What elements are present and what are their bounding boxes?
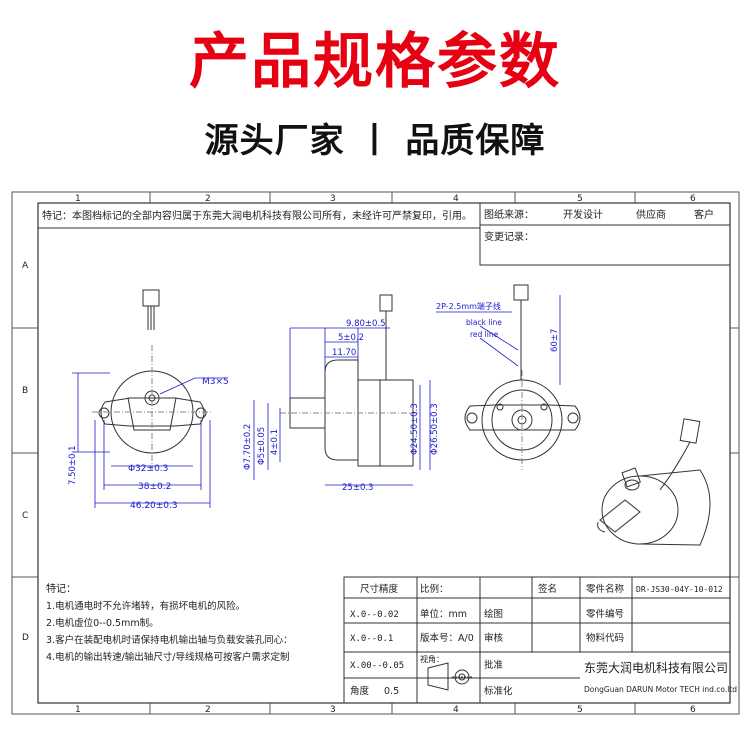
source-box bbox=[479, 202, 731, 266]
tolerance-2: X.0--0.1 bbox=[350, 634, 393, 644]
dim-side-6: 4±0.1 bbox=[270, 429, 280, 455]
side-dims bbox=[253, 327, 431, 486]
dim-hole-spacing: 38±0.2 bbox=[138, 482, 171, 492]
rear-connector-icon bbox=[513, 284, 529, 301]
note-2: 2.电机虚位0--0.5mm制。 bbox=[46, 617, 159, 629]
source-label: 图纸来源： bbox=[484, 208, 534, 221]
company-name-cn: 东莞大润电机科技有限公司 bbox=[584, 661, 728, 675]
col-label-6-bottom: 6 bbox=[690, 705, 696, 715]
dim-side-2: 5±0.2 bbox=[338, 333, 364, 343]
source-option-customer: 客户 bbox=[694, 208, 714, 221]
scale-label: 比例： bbox=[420, 583, 449, 595]
rear-wire-black: black line bbox=[466, 318, 502, 327]
front-dims bbox=[72, 372, 228, 508]
dim-side-4: Φ7.70±0.2 bbox=[243, 424, 253, 470]
col-label-4: 4 bbox=[453, 194, 459, 204]
col-label-3-bottom: 3 bbox=[330, 705, 336, 715]
material-label: 物料代码 bbox=[586, 632, 624, 644]
row-ticks bbox=[12, 327, 739, 578]
tolerance-angle-value: 0.5 bbox=[384, 686, 399, 697]
rear-view bbox=[464, 284, 581, 470]
dim-side-7: Φ24.50±0.3 bbox=[410, 403, 420, 455]
tolerance-3: X.00--0.05 bbox=[350, 661, 404, 671]
sign-label: 签名 bbox=[538, 583, 557, 595]
copyright-note: 特记：本图档标记的全部内容归属于东莞大润电机科技有限公司所有，未经许可严禁复印，… bbox=[42, 209, 472, 222]
dim-side-3: 11.70 bbox=[332, 348, 356, 358]
tolerance-angle-label: 角度 bbox=[350, 685, 370, 697]
col-label-4-bottom: 4 bbox=[453, 705, 459, 715]
col-label-5: 5 bbox=[577, 194, 583, 204]
note-3: 3.客户在装配电机时请保持电机输出轴与负载安装孔同心： bbox=[46, 634, 293, 646]
dim-screw: M3×5 bbox=[202, 377, 229, 387]
rear-wire-length: 60±7 bbox=[550, 329, 560, 352]
title-block bbox=[343, 576, 731, 704]
rear-wire-red: red line bbox=[470, 330, 499, 339]
column-ticks bbox=[149, 192, 636, 714]
dim-side-1: 9.80±0.5 bbox=[346, 319, 386, 329]
dim-side-9: 25±0.3 bbox=[342, 483, 373, 493]
dim-side-5: Φ5±0.05 bbox=[257, 427, 267, 465]
tolerance-1: X.0--0.02 bbox=[350, 610, 399, 620]
col-label-3: 3 bbox=[330, 194, 336, 204]
col-label-1: 1 bbox=[75, 194, 81, 204]
source-option-supplier: 供应商 bbox=[636, 208, 666, 221]
col-label-6: 6 bbox=[690, 194, 696, 204]
part-name-label: 零件名称 bbox=[586, 583, 625, 595]
part-name-value: DR-JS30-04Y-10-012 bbox=[636, 585, 723, 594]
view-label: 视角： bbox=[420, 654, 444, 664]
side-connector-icon bbox=[379, 294, 393, 312]
col-label-5-bottom: 5 bbox=[577, 705, 583, 715]
dim-side-8: Φ26.50±0.3 bbox=[430, 403, 440, 455]
version-label: 版本号：A/0 bbox=[420, 632, 474, 644]
col-label-2: 2 bbox=[205, 194, 211, 204]
side-view bbox=[280, 294, 420, 467]
company-name-en: DongGuan DARUN Motor TECH ind.co.ltd bbox=[584, 685, 737, 694]
standard-label: 标准化 bbox=[484, 685, 513, 697]
row-label-a: A bbox=[22, 261, 29, 271]
rear-dims bbox=[436, 295, 561, 385]
front-view bbox=[92, 289, 212, 470]
isometric-view bbox=[597, 418, 711, 546]
rear-connector-label: 2P-2.5mm端子线 bbox=[436, 301, 501, 311]
dim-total-width: 46.20±0.3 bbox=[130, 501, 178, 511]
iso-connector-icon bbox=[679, 418, 701, 444]
unit-label: 单位：mm bbox=[420, 608, 467, 620]
page-subtitle: 源头厂家 丨 品质保障 bbox=[204, 121, 546, 161]
part-no-label: 零件编号 bbox=[586, 608, 624, 620]
note-1: 1.电机通电时不允许堵转，有损坏电机的风险。 bbox=[46, 600, 245, 612]
dim-body-diameter: Φ32±0.3 bbox=[128, 464, 168, 474]
approve-label: 批准 bbox=[484, 659, 504, 671]
projection-symbol bbox=[427, 662, 472, 691]
notes-heading: 特记： bbox=[46, 583, 76, 595]
note-4: 4.电机的输出转速/输出轴尺寸/导线规格可按客户需求定制 bbox=[46, 651, 289, 663]
change-record-label: 变更记录： bbox=[484, 230, 534, 243]
row-label-d: D bbox=[22, 633, 29, 643]
source-option-dev: 开发设计 bbox=[563, 208, 603, 221]
row-label-c: C bbox=[22, 511, 28, 521]
page-title: 产品规格参数 bbox=[189, 27, 561, 97]
col-label-2-bottom: 2 bbox=[205, 705, 211, 715]
dim-front-height: 7.50±0.1 bbox=[68, 445, 78, 485]
review-label: 审核 bbox=[484, 632, 504, 644]
tolerance-heading: 尺寸精度 bbox=[360, 583, 399, 595]
col-label-1-bottom: 1 bbox=[75, 705, 81, 715]
draw-label: 绘图 bbox=[484, 608, 503, 620]
row-label-b: B bbox=[22, 386, 28, 396]
front-connector-icon bbox=[142, 289, 160, 307]
